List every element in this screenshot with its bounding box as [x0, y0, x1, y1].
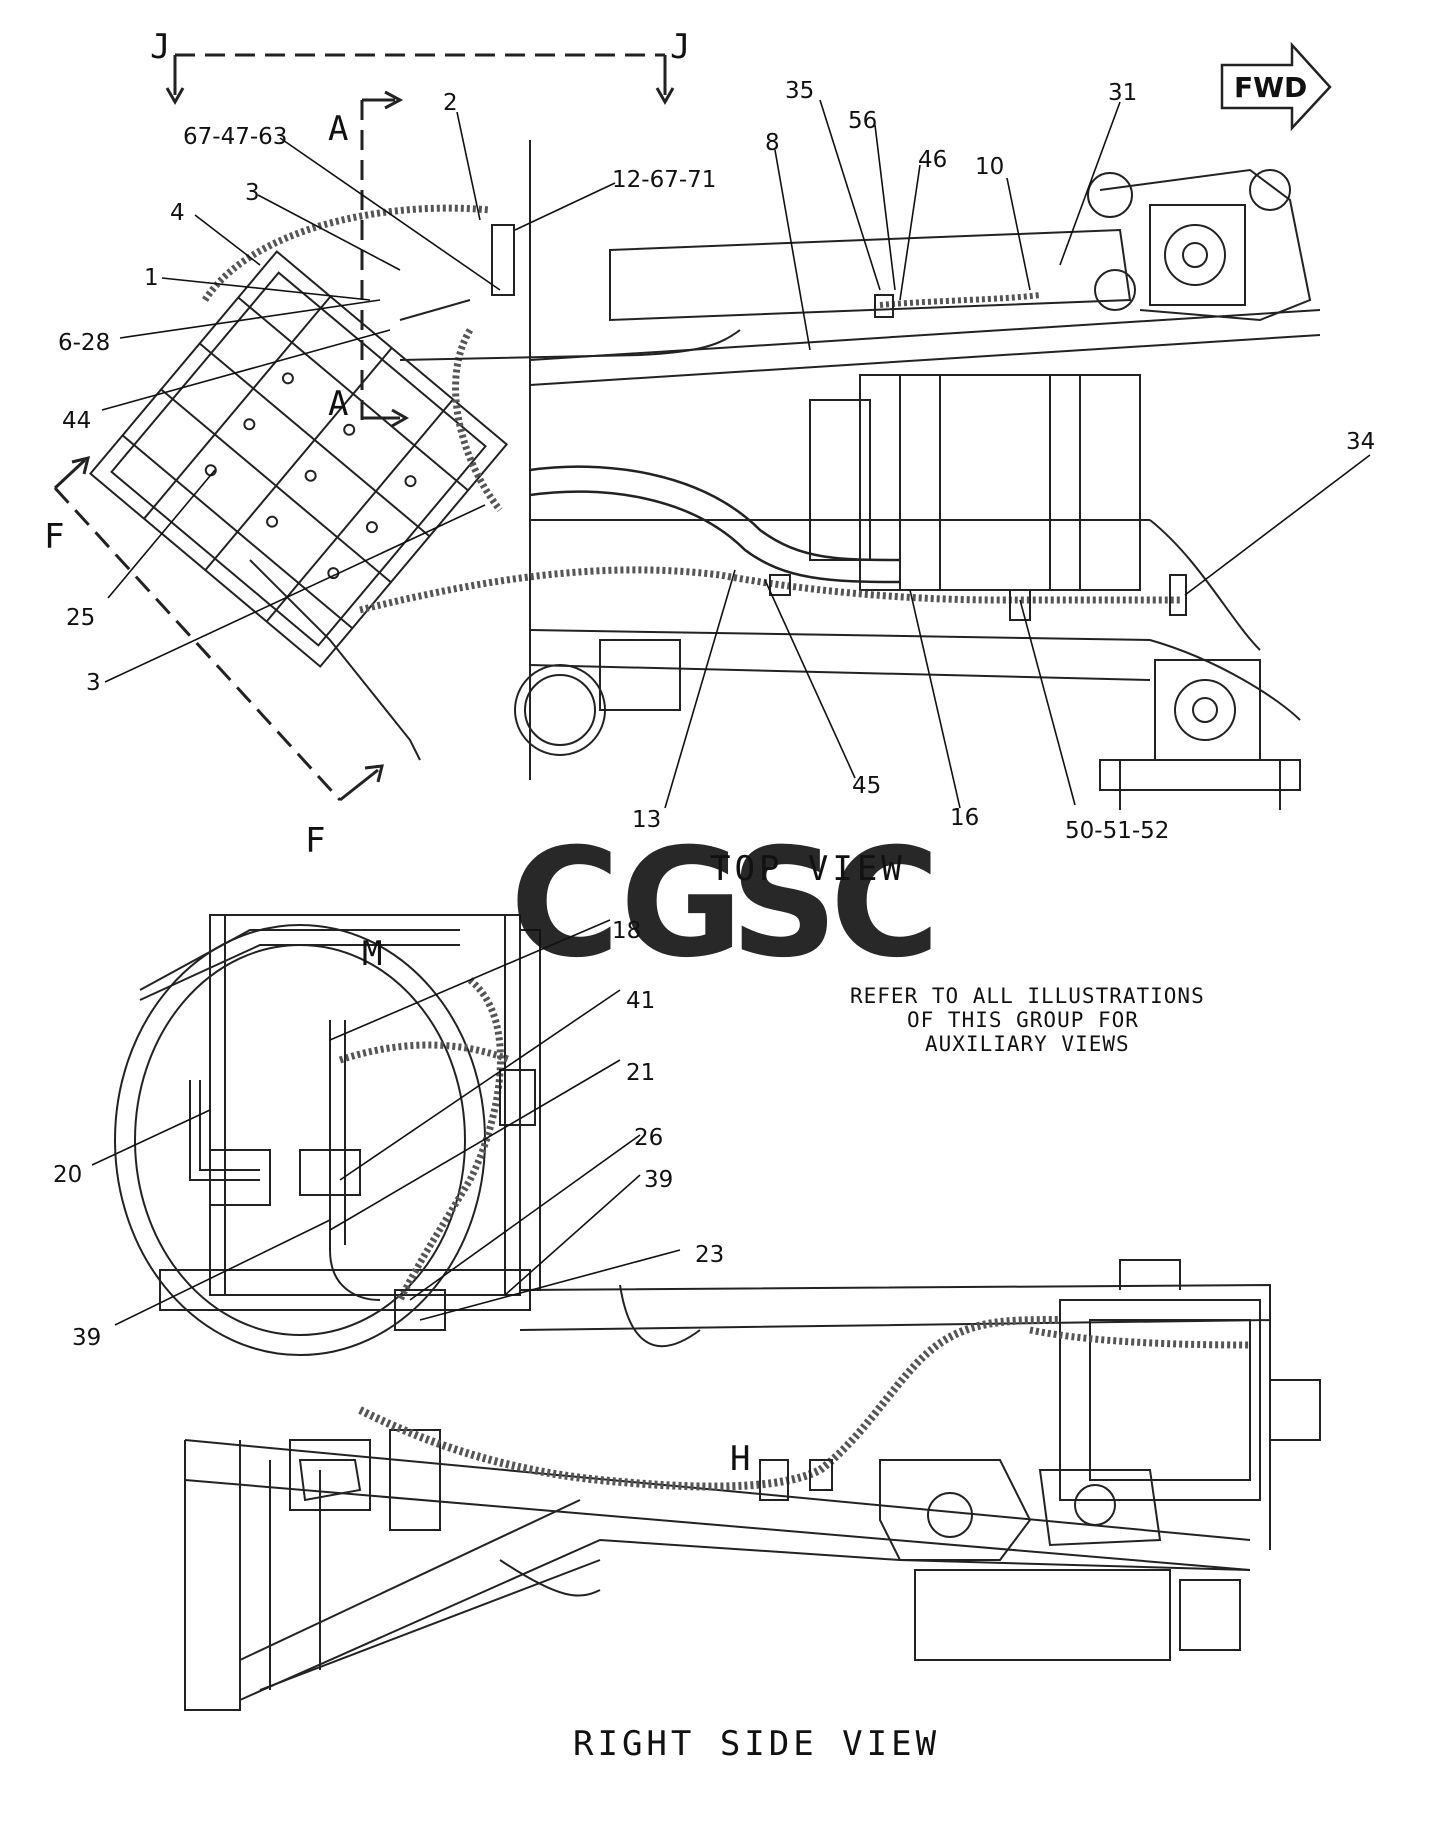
section-mark-a-top: A: [328, 109, 348, 149]
callout: 8: [765, 130, 780, 156]
fwd-direction-label: FWD: [1234, 71, 1307, 104]
section-mark-j-right: J: [670, 27, 690, 67]
callout: 31: [1108, 80, 1137, 106]
watermark-letter-3: S: [730, 817, 838, 991]
callout: 39: [72, 1325, 101, 1351]
callout: 1: [144, 265, 159, 291]
cgsc-watermark: C G S C: [510, 817, 940, 991]
callout: 34: [1346, 429, 1375, 455]
callout: 6-28: [58, 330, 110, 356]
note-line-1: REFER TO ALL ILLUSTRATIONS: [850, 984, 1205, 1008]
callout: 4: [170, 200, 185, 226]
callout: 20: [53, 1162, 82, 1188]
top-view-title: TOP VIEW: [710, 849, 906, 889]
side-view-callouts: 18 41 21 26 39 23 20 39: [53, 918, 724, 1351]
section-mark-j-left: J: [150, 27, 170, 67]
callout: 23: [695, 1242, 724, 1268]
callout: 45: [852, 773, 881, 799]
section-mark-f-left: F: [44, 517, 64, 557]
auxiliary-views-note: REFER TO ALL ILLUSTRATIONS OF THIS GROUP…: [850, 984, 1205, 1056]
view-mark-m: M: [362, 934, 382, 974]
watermark-letter-4: C: [830, 817, 940, 991]
top-view-drawing: [53, 41, 1332, 810]
callout: 3: [86, 670, 101, 696]
callout: 21: [626, 1060, 655, 1086]
watermark-letter-2: G: [620, 817, 743, 991]
note-line-2: OF THIS GROUP FOR: [907, 1008, 1139, 1032]
callout: 25: [66, 605, 95, 631]
side-view-leaders: [91, 919, 681, 1326]
side-view-title: RIGHT SIDE VIEW: [573, 1724, 940, 1764]
callout: 35: [785, 78, 814, 104]
top-view-callouts: 67-47-63 12-67-71 2 3 4 1 6-28 44 25 3 3…: [58, 78, 1375, 844]
top-view-leaders: [101, 99, 1371, 809]
callout: 44: [62, 408, 91, 434]
callout: 12-67-71: [612, 167, 716, 193]
note-line-3: AUXILIARY VIEWS: [925, 1032, 1130, 1056]
callout: 46: [918, 147, 947, 173]
callout: 18: [612, 918, 641, 944]
callout: 16: [950, 805, 979, 831]
watermark-letter-1: C: [510, 817, 620, 991]
callout: 10: [975, 154, 1004, 180]
view-mark-h: H: [730, 1439, 750, 1479]
callout: 26: [634, 1125, 663, 1151]
callout: 39: [644, 1167, 673, 1193]
side-view-drawing: [114, 914, 1321, 1711]
callout: 50-51-52: [1065, 818, 1169, 844]
callout: 56: [848, 108, 877, 134]
callout: 67-47-63: [183, 124, 287, 150]
callout: 2: [443, 90, 458, 116]
callout: 3: [245, 180, 260, 206]
callout: 41: [626, 988, 655, 1014]
section-mark-a-bottom: A: [328, 384, 348, 424]
callout: 13: [632, 807, 661, 833]
section-mark-f-bottom: F: [305, 821, 325, 861]
